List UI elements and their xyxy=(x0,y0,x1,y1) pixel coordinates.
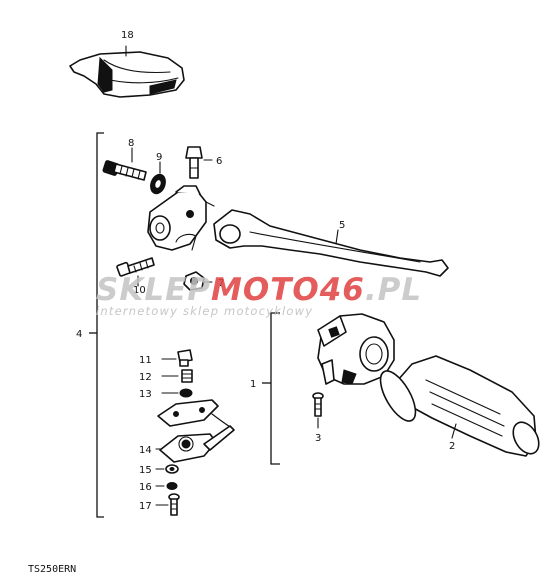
part-9-lock-nut[interactable] xyxy=(148,161,168,196)
part-16-nut[interactable] xyxy=(155,482,178,490)
part-18-lever-cover[interactable] xyxy=(69,45,185,98)
label-2: 2 xyxy=(449,441,455,452)
part-15-washer[interactable] xyxy=(155,464,179,474)
model-code: TS250ERN xyxy=(28,564,76,575)
label-17: 17 xyxy=(139,501,152,512)
label-12: 12 xyxy=(139,372,152,383)
svg-text:SKLEPMOTO46.PL: SKLEPMOTO46.PL xyxy=(96,272,422,308)
label-5: 5 xyxy=(339,220,345,231)
part-2-grip[interactable] xyxy=(374,355,544,458)
part-8-adjuster-bolt[interactable] xyxy=(102,147,147,181)
part-3-screw[interactable] xyxy=(312,392,324,429)
label-8: 8 xyxy=(128,138,134,149)
switch-plate[interactable] xyxy=(157,399,233,429)
watermark-46: 46 xyxy=(319,272,365,308)
part-11-switch-screw[interactable] xyxy=(161,349,193,367)
watermark: SKLEPMOTO46.PL internetowy sklep motocyk… xyxy=(96,272,422,318)
label-13: 13 xyxy=(139,389,152,400)
label-11: 11 xyxy=(139,355,152,366)
part-7-nut[interactable] xyxy=(183,271,213,291)
label-3: 3 xyxy=(315,433,321,444)
part-10-bolt[interactable] xyxy=(116,257,155,287)
label-14: 14 xyxy=(139,445,152,456)
label-7: 7 xyxy=(218,278,224,289)
part-17-screw[interactable] xyxy=(155,493,180,516)
watermark-sklep: SKLEP xyxy=(96,272,211,308)
part-1-throttle-housing[interactable] xyxy=(317,313,395,385)
label-9: 9 xyxy=(156,152,162,163)
label-1: 1 xyxy=(250,379,256,390)
watermark-pl: .PL xyxy=(365,272,422,308)
part-14-switch-body[interactable] xyxy=(155,425,235,463)
label-16: 16 xyxy=(139,482,152,493)
part-13-nut[interactable] xyxy=(161,388,193,398)
watermark-subtitle: internetowy sklep motocyklowy xyxy=(96,304,313,318)
watermark-moto: MOTO xyxy=(211,272,320,308)
label-10: 10 xyxy=(133,285,146,296)
part-12-spring[interactable] xyxy=(161,369,193,383)
label-15: 15 xyxy=(139,465,152,476)
label-6: 6 xyxy=(216,156,222,167)
part-6-pivot-bolt[interactable] xyxy=(185,146,213,179)
label-18: 18 xyxy=(121,30,134,41)
label-4: 4 xyxy=(76,329,82,340)
part-5-clutch-lever[interactable] xyxy=(213,209,449,277)
lever-holder[interactable] xyxy=(147,185,215,251)
